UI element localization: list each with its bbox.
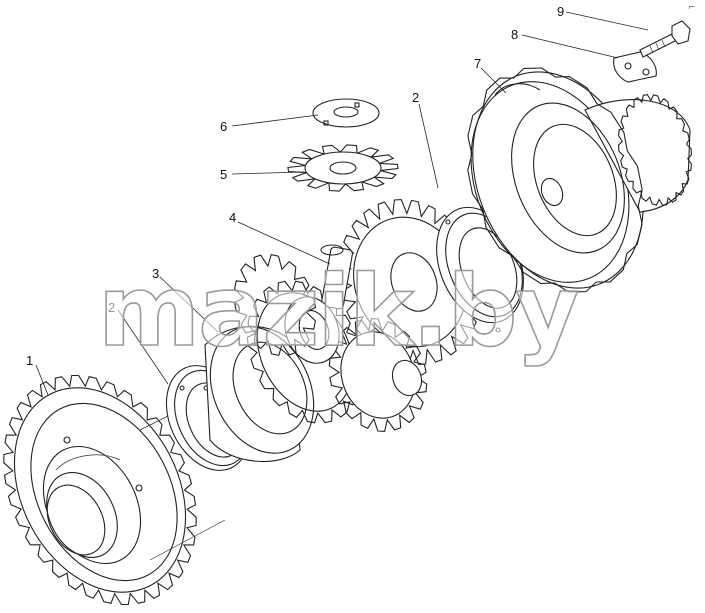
bolt-icon <box>639 20 691 58</box>
callout-7: 7 <box>474 56 481 71</box>
callout-labels: 1 2 2 3 4 5 6 7 8 9 <box>26 4 564 368</box>
watermark: mazik.by <box>98 255 578 369</box>
callout-8: 8 <box>511 27 518 42</box>
callout-2-left: 2 <box>108 300 115 315</box>
leader-lines <box>35 11 649 396</box>
differential-case-half-icon <box>204 280 364 462</box>
pinion-washer-icon <box>312 98 380 128</box>
callout-3: 3 <box>152 266 159 281</box>
callout-9: 9 <box>557 4 564 19</box>
callout-4: 4 <box>229 210 236 225</box>
lock-plate-icon <box>613 51 657 83</box>
gear-tooth-outline <box>617 93 693 207</box>
gear-tooth-outline <box>338 199 482 365</box>
gear-tooth-outline <box>328 318 428 432</box>
pinion-gear-icon <box>287 144 399 192</box>
gear-tooth-outline <box>233 253 317 357</box>
bevel-gear-icon <box>233 199 482 432</box>
callout-1: 1 <box>26 353 33 368</box>
gear-tooth-outline <box>467 67 643 293</box>
callout-5: 5 <box>220 167 227 182</box>
callout-6: 6 <box>220 119 227 134</box>
callout-2-right: 2 <box>412 90 419 105</box>
corner-mark: ⌐ <box>688 3 696 13</box>
differential-case-cover-icon <box>467 67 693 293</box>
gear-tooth-outline <box>3 374 197 606</box>
